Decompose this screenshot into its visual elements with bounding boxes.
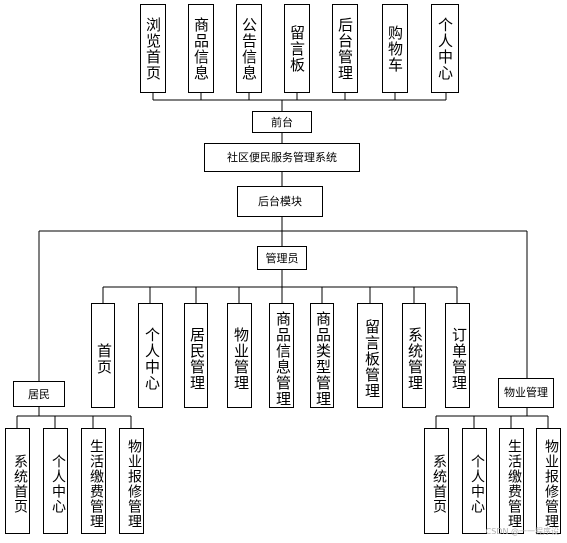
frontend-module-cart: 购物车 [382, 4, 408, 93]
resident-module-living-payment-management: 生活缴费管理 [81, 428, 106, 534]
property-module-living-payment-management: 生活缴费管理 [499, 428, 524, 534]
frontend-node: 前台 [252, 111, 312, 133]
admin-module-order-management: 订单管理 [445, 303, 470, 408]
resident-module-personal-center: 个人中心 [43, 428, 68, 534]
admin-module-resident-management: 居民管理 [184, 303, 208, 408]
frontend-module-message-board: 留言板 [284, 4, 310, 93]
frontend-module-personal-center: 个人中心 [431, 4, 459, 93]
property-module-personal-center: 个人中心 [462, 428, 487, 534]
admin-module-system-management: 系统管理 [402, 303, 426, 408]
watermark: CSDN @一一程序设 [485, 527, 559, 536]
resident-node: 居民 [13, 381, 65, 407]
frontend-module-notice-info: 公告信息 [236, 4, 262, 93]
backend-node: 后台模块 [237, 186, 323, 217]
frontend-module-backend-admin: 后台管理 [332, 4, 358, 93]
admin-module-property-management: 物业管理 [227, 303, 252, 408]
admin-node: 管理员 [257, 246, 307, 270]
system-root-node: 社区便民服务管理系统 [204, 143, 360, 172]
resident-module-repair-management: 物业报修管理 [119, 428, 144, 534]
property-module-system-home: 系统首页 [424, 428, 449, 534]
frontend-module-browse-home: 浏览首页 [140, 4, 166, 93]
property-module-repair-management: 物业报修管理 [536, 428, 561, 534]
admin-module-product-type-management: 商品类型管理 [310, 303, 334, 408]
admin-module-product-info-management: 商品信息管理 [269, 303, 294, 408]
frontend-module-product-info: 商品信息 [188, 4, 214, 93]
admin-module-message-board-management: 留言板管理 [357, 303, 383, 408]
property-node: 物业管理 [498, 378, 554, 408]
resident-module-system-home: 系统首页 [5, 428, 30, 534]
admin-module-home: 首页 [91, 303, 115, 408]
admin-module-personal-center: 个人中心 [138, 303, 163, 408]
